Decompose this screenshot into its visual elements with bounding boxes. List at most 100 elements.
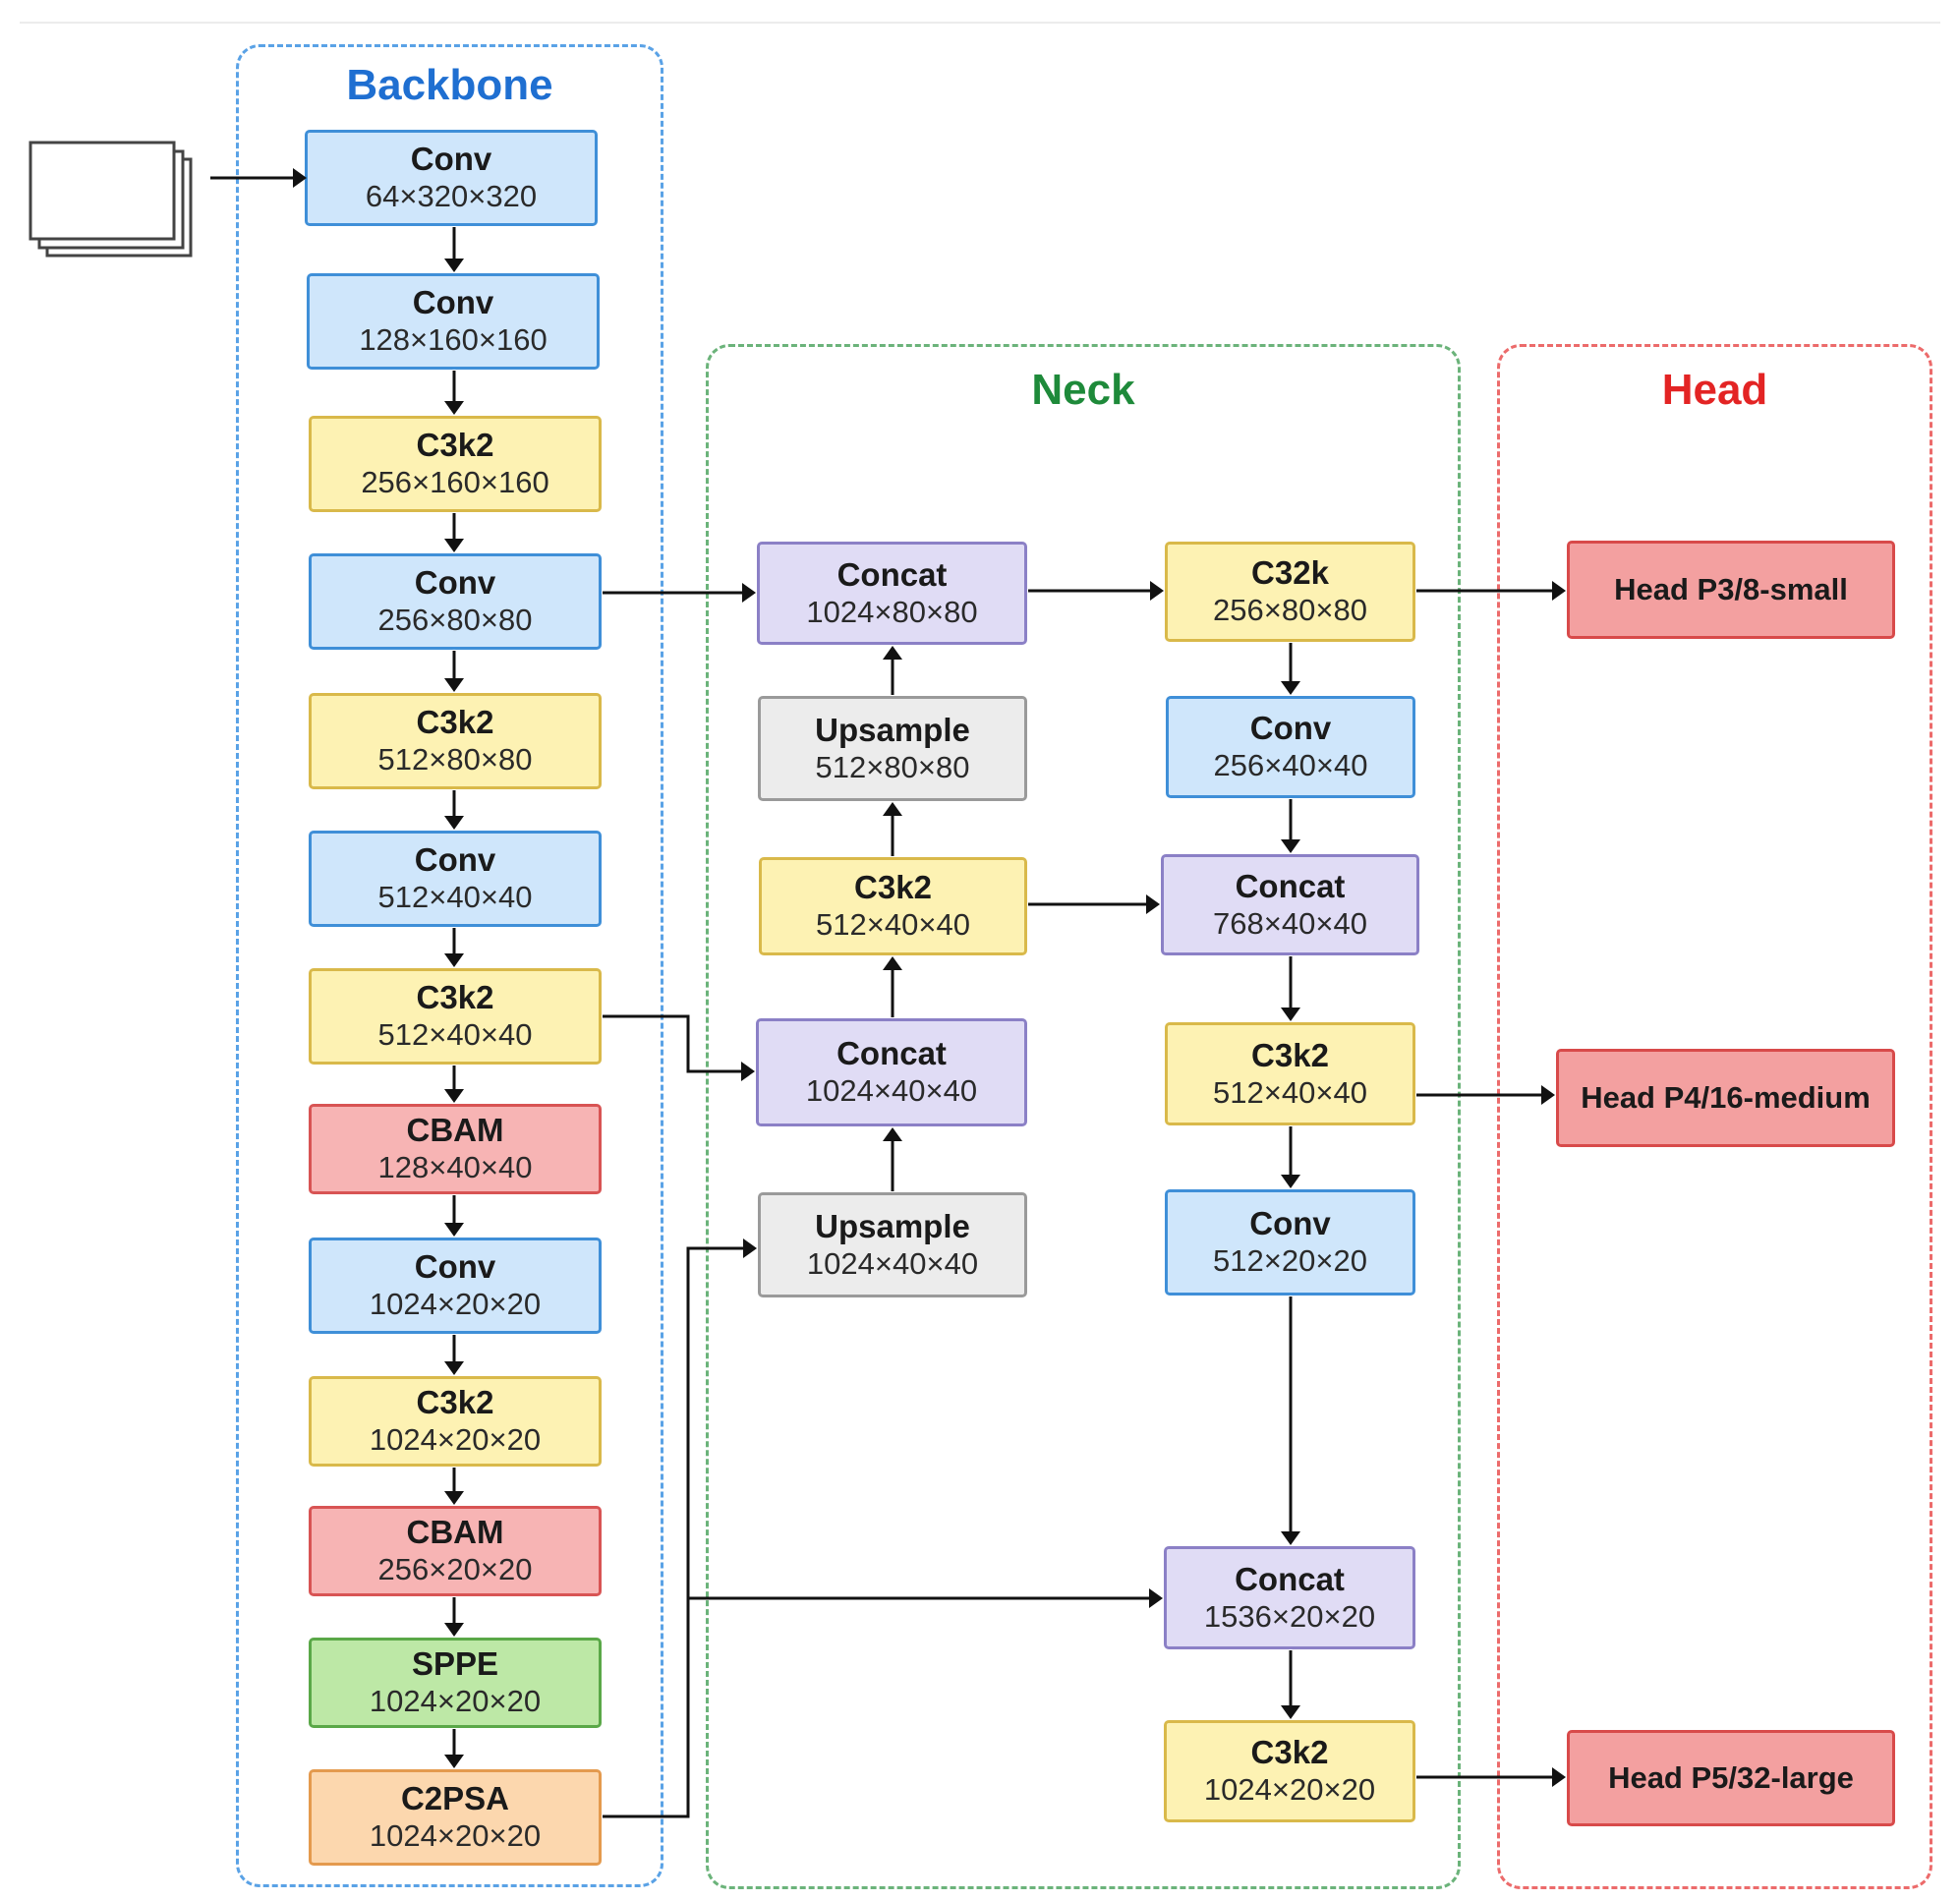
node-dims: 512×40×40: [377, 880, 533, 914]
node-title: Conv: [410, 141, 492, 177]
arrowhead: [742, 583, 756, 603]
node-dims: 256×80×80: [1213, 593, 1367, 627]
backbone-title: Backbone: [346, 61, 553, 109]
node-title: C3k2: [416, 427, 494, 463]
arrowhead: [883, 956, 902, 970]
node-dims: 512×40×40: [377, 1017, 533, 1052]
arrowhead: [444, 539, 464, 552]
arrowhead: [1281, 1008, 1300, 1021]
arrow-bb7-to-concat2: [603, 1014, 743, 1073]
node-title: Conv: [1249, 1205, 1331, 1241]
arrowhead: [883, 802, 902, 816]
node-title: Upsample: [815, 711, 970, 748]
arrowhead: [1146, 894, 1160, 914]
arrowhead: [743, 1239, 757, 1258]
arrowhead: [1281, 681, 1300, 695]
node-title: Conv: [1249, 710, 1332, 746]
arrowhead: [444, 1089, 464, 1103]
arrowhead: [1541, 1085, 1555, 1105]
node-dims: 256×40×40: [1213, 748, 1368, 782]
node-dims: 256×160×160: [361, 465, 549, 499]
node-title: C3k2: [416, 1384, 494, 1420]
arrowhead: [883, 1127, 902, 1141]
node-title: Concat: [836, 1035, 947, 1071]
node-dims: 1024×40×40: [806, 1245, 979, 1281]
node-title: C3k2: [854, 869, 932, 905]
node-title: Conv: [414, 564, 496, 601]
node-title: CBAM: [406, 1112, 504, 1148]
arrowhead: [1281, 839, 1300, 853]
node-title: CBAM: [406, 1514, 504, 1550]
node-title: Conv: [414, 1248, 496, 1285]
node-dims: 1024×20×20: [369, 1818, 542, 1853]
node-dims: 256×80×80: [377, 603, 533, 637]
arrowhead: [444, 1491, 464, 1505]
arrowhead: [1281, 1705, 1300, 1719]
arrowhead: [1149, 1588, 1163, 1608]
arrowhead: [444, 678, 464, 692]
arrowhead: [883, 646, 902, 660]
arrowhead: [444, 1755, 464, 1768]
head-p5-large: Head P5/32-large: [1567, 1730, 1895, 1826]
arrowhead: [444, 953, 464, 967]
node-dims: 1024×20×20: [369, 1684, 542, 1718]
node-title: SPPE: [411, 1645, 499, 1682]
arrowhead: [444, 259, 464, 272]
neck-title: Neck: [1031, 366, 1135, 414]
node-dims: 1024×40×40: [805, 1073, 978, 1108]
arrowhead: [444, 1223, 464, 1237]
node-dims: 1024×80×80: [806, 594, 978, 629]
input-image-stack-icon: [29, 141, 193, 258]
head-p3-small: Head P3/8-small: [1567, 541, 1895, 639]
node-dims: 1536×20×20: [1203, 1598, 1376, 1634]
node-dims: 1024×20×20: [1203, 1772, 1376, 1807]
node-title: Concat: [836, 555, 948, 593]
node-title: C2PSA: [400, 1780, 510, 1816]
arrowhead: [293, 168, 307, 188]
node-dims: 128×40×40: [377, 1150, 533, 1184]
node-dims: 256×20×20: [377, 1552, 533, 1586]
node-title: Conv: [412, 284, 494, 320]
node-dims: 512×40×40: [1213, 1074, 1367, 1110]
backbone-group: [236, 44, 663, 1887]
arrowhead: [1281, 1175, 1300, 1188]
head-p4-medium: Head P4/16-medium: [1556, 1049, 1895, 1147]
arrowhead: [444, 1623, 464, 1637]
arrowhead: [1150, 581, 1164, 601]
node-dims: 512×20×20: [1213, 1243, 1367, 1278]
arrowhead: [444, 816, 464, 830]
node-dims: 1024×20×20: [369, 1287, 542, 1321]
node-dims: 128×160×160: [359, 322, 548, 357]
node-title: Concat: [1235, 867, 1346, 904]
node-title: C3k2: [416, 979, 494, 1015]
node-dims: 64×320×320: [365, 179, 538, 213]
neck-group: [706, 344, 1461, 1889]
arrowhead: [741, 1062, 755, 1081]
node-dims: 512×80×80: [815, 749, 970, 784]
arrow-c2psa-to-upsample2: [603, 1246, 745, 1818]
arrowhead: [1552, 581, 1566, 601]
arrowhead: [1281, 1531, 1300, 1545]
head-group: [1497, 344, 1932, 1889]
